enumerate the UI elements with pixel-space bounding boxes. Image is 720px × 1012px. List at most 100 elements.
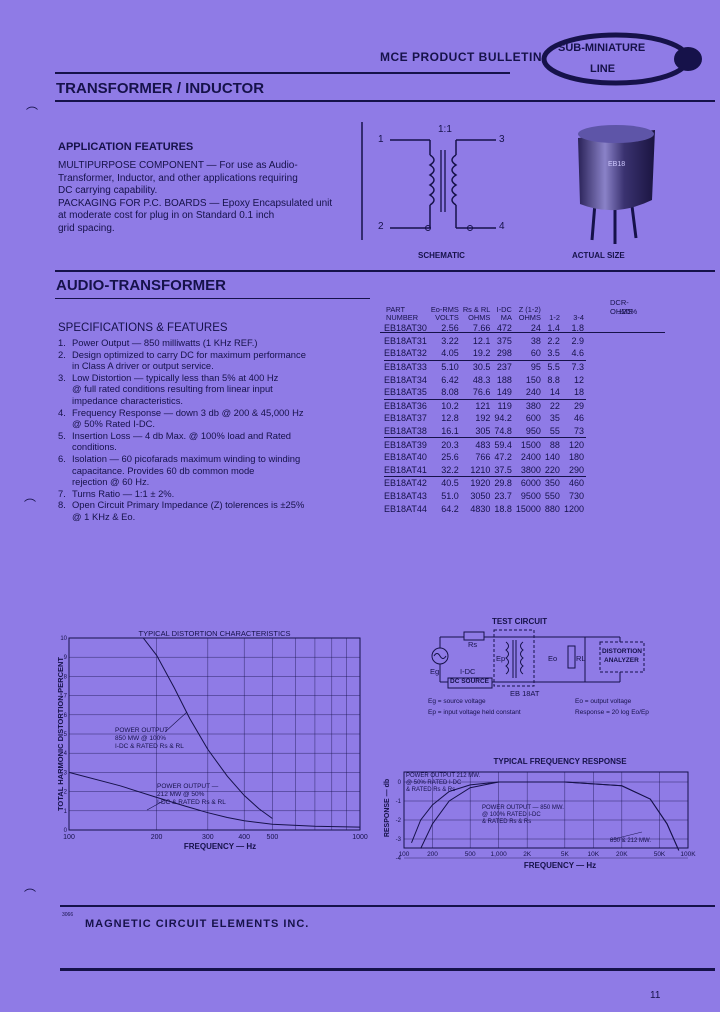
spec-number: 3. [58,371,66,383]
x-tick-label: 1,000 [491,851,508,858]
label-eg: Eg [430,667,440,676]
page-number: 11 [650,990,661,1001]
application-heading: APPLICATION FEATURES [58,141,194,153]
spec-number: 1. [58,337,66,348]
table-cell: 16.1 [441,426,459,437]
table-cell: 3800 [520,464,541,475]
application-line: DC carrying capability. [58,185,158,196]
table-cell: 550 [544,491,560,502]
spec-number: 7. [58,487,66,499]
annotation-leader [609,831,643,841]
table-cell: 1.4 [547,323,560,334]
label-rs: Rs [468,640,478,649]
annotation: I-DC & RATED Rs & RL [115,743,184,750]
actual-size-label: ACTUAL SIZE [572,251,625,260]
table-cell: 74.8 [494,426,512,437]
component-marking: EB18 [608,161,626,168]
table-cell: 380 [513,398,543,413]
table-cell: 305 [475,426,491,437]
annotation: @ 100% RATED I-DC [482,812,541,818]
table-cell: 8.08 [441,387,459,398]
part-number-cell: EB18AT35 [384,387,427,398]
application-text: MULTIPURPOSE COMPONENT — For use as Audi… [58,160,358,235]
title-rule [55,100,715,102]
test-circuit-title: TEST CIRCUIT [492,617,548,626]
table-cell: 298 [496,348,512,359]
section-rule [55,270,715,272]
table-cell: 95 [513,359,543,374]
pin-4: 4 [499,221,505,232]
y-axis-label: RESPONSE — db [384,779,391,837]
spec-line: Design optimized to carry DC for maximum… [72,348,306,360]
dc-source: DC SOURCE [450,678,490,685]
table-cell: 472 [496,323,512,334]
table-cell: 3050 [470,491,491,502]
spec-item: 2.Design optimized to carry DC for maxim… [58,349,378,372]
table-cell: 14 [549,387,560,398]
x-tick-label: 200 [151,834,163,841]
sub-miniature-badge: SUB-MINIATURE LINE [536,30,706,88]
y-tick-label: 3 [64,770,68,776]
spec-line: Power Output — 850 milliwatts (1 KHz REF… [72,337,258,348]
table-cell: 55 [549,426,560,437]
footer-code: 3066 [62,912,74,918]
table-cell: 60 [530,348,541,359]
dcr-tolerance: ±20% [618,307,638,316]
table-cell: 19.2 [472,348,491,359]
spec-line: Open Circuit Primary Impedance (Z) toler… [72,499,305,511]
y-tick-label: 10 [60,636,67,642]
chart-title: TYPICAL DISTORTION CHARACTERISTICS [139,629,291,638]
table-header: 3-4 [573,313,584,322]
plot-frame [403,771,689,849]
part-number-cell: EB18AT30 [384,323,427,334]
table-cell: 460 [561,476,586,490]
application-line: PACKAGING FOR P.C. BOARDS — Epoxy Encaps… [58,197,333,209]
table-cell: 950 [525,426,541,437]
table-cell: 2.2 [547,335,560,346]
spec-line: Low Distortion — typically less than 5% … [72,371,279,383]
table-cell: 766 [475,452,491,463]
spec-line: in Class A driver or output service. [72,360,214,372]
series-line [411,781,680,851]
x-tick-label: 400 [238,834,250,841]
spec-list: 1. Power Output — 850 milliwatts (1 KHz R… [58,337,378,523]
table-cell: 220 [544,464,560,475]
x-tick-label: 500 [267,834,279,841]
plot-frame [68,637,361,831]
application-line: at moderate cost for plug in on Standard… [58,210,275,221]
part-number-cell: EB18AT31 [384,335,427,346]
spec-line: @ full rated conditions resulting from l… [72,383,273,395]
pin-2: 2 [378,221,384,232]
x-tick-label: 2K [523,851,532,858]
table-cell: 51.0 [441,491,459,502]
table-cell: 180 [568,452,584,463]
table-cell: 6000 [513,476,543,490]
table-cell: 30.5 [460,359,493,374]
table-cell: 29.8 [492,476,514,490]
table-cell: 25.6 [441,452,459,463]
table-cell: 350 [542,476,562,490]
part-number-cell: EB18AT32 [384,348,427,359]
margin-mark: ⌒ [24,498,37,512]
table-cell: 1500 [513,437,543,451]
annotation: 850 & 212 MW. [610,838,651,844]
table-cell: 140 [544,452,560,463]
table-cell: 64.2 [441,503,459,514]
annotation: 850 MW @ 100% [115,735,166,742]
y-tick-label: 9 [64,655,68,661]
table-cell: 5.10 [428,359,461,374]
table-cell: 290 [568,464,584,475]
pin-3: 3 [499,134,505,145]
table-cell: 4.05 [441,348,459,359]
annotation: I-DC & RATED Rs & RL [157,799,226,806]
x-axis-label: FREQUENCY — Hz [524,861,596,870]
spec-item: 8.Open Circuit Primary Impedance (Z) tol… [58,499,378,522]
